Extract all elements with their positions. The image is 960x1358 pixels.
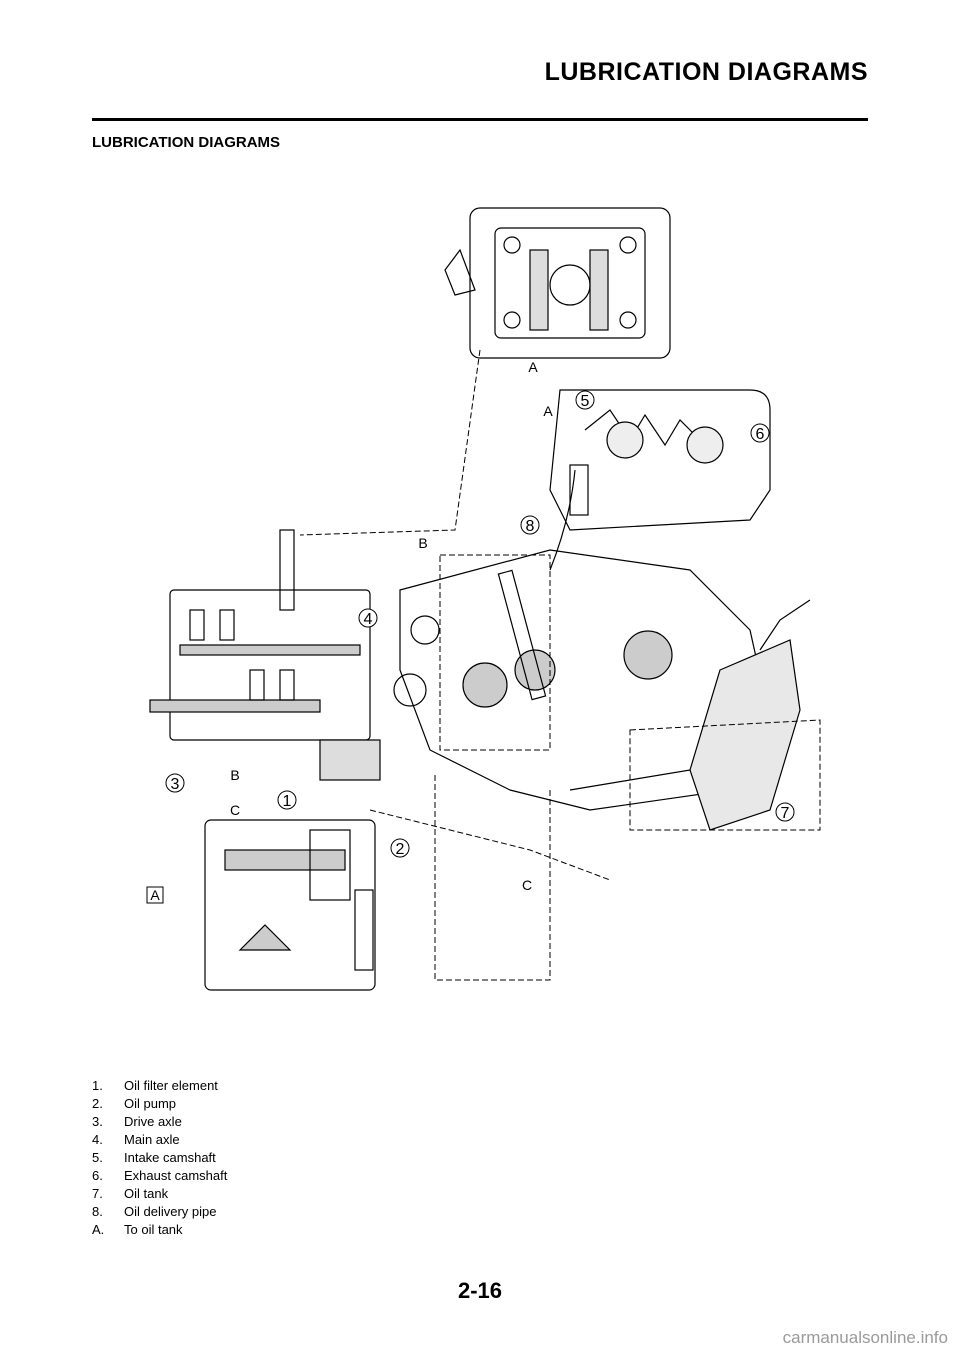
svg-text:8: 8 (526, 518, 535, 535)
legend-item: 4.Main axle (92, 1132, 180, 1147)
legend-item: 2.Oil pump (92, 1096, 177, 1111)
header-rule (92, 118, 868, 121)
page-number: 2-16 (457, 1278, 503, 1303)
transmission (149, 529, 381, 781)
oil-pump-assembly (204, 819, 376, 991)
oil-route-c (434, 775, 551, 981)
svg-text:1: 1 (283, 793, 292, 810)
legend-item: 3.Drive axle (92, 1114, 182, 1129)
cylinder-head-top (444, 207, 671, 359)
svg-text:6: 6 (756, 426, 765, 443)
label-b-low: B (230, 767, 239, 783)
legend-item: 7.Oil tank (92, 1186, 169, 1201)
svg-text:3: 3 (171, 776, 180, 793)
legend-item: 6.Exhaust camshaft (92, 1168, 228, 1183)
svg-text:5: 5 (581, 393, 590, 410)
callout-8: 8 (520, 515, 540, 535)
callout-2: 2 (390, 838, 410, 858)
legend-item: 1.Oil filter element (92, 1078, 218, 1093)
oil-route-box-b (439, 554, 551, 751)
oil-tank-shape (689, 599, 811, 831)
svg-text:7: 7 (781, 805, 790, 822)
oil-route-a (299, 349, 481, 536)
label-a-mid: A (543, 403, 553, 419)
callout-6: 6 (750, 423, 770, 443)
svg-text:4: 4 (364, 611, 373, 628)
label-a-top: A (528, 359, 538, 375)
legend-item: A.To oil tank (92, 1222, 183, 1237)
header-title: LUBRICATION DIAGRAMS (544, 58, 868, 86)
watermark: carmanualsonline.info (782, 1328, 948, 1347)
legend-item: 8.Oil delivery pipe (92, 1204, 217, 1219)
section-title: LUBRICATION DIAGRAMS (92, 134, 281, 151)
callout-5: 5 (575, 390, 595, 410)
oil-route-b (369, 809, 611, 881)
label-c-right: C (522, 877, 532, 893)
callout-7: 7 (775, 802, 795, 822)
oil-tank-box (629, 719, 821, 831)
label-c-left: C (230, 802, 240, 818)
callout-1: 1 (277, 790, 297, 810)
svg-text:2: 2 (396, 841, 405, 858)
label-a-boxed: A (150, 887, 160, 903)
lubrication-diagram: 1 2 3 4 5 6 7 8 A A B B C C A (146, 207, 821, 991)
legend: 1.Oil filter element 2.Oil pump 3.Drive … (92, 1077, 227, 1239)
crankcase (393, 469, 771, 811)
legend-item: 5.Intake camshaft (92, 1150, 216, 1165)
callout-4: 4 (358, 608, 378, 628)
cylinder-head (549, 389, 771, 531)
callout-3: 3 (165, 773, 185, 793)
label-b-mid: B (418, 535, 427, 551)
